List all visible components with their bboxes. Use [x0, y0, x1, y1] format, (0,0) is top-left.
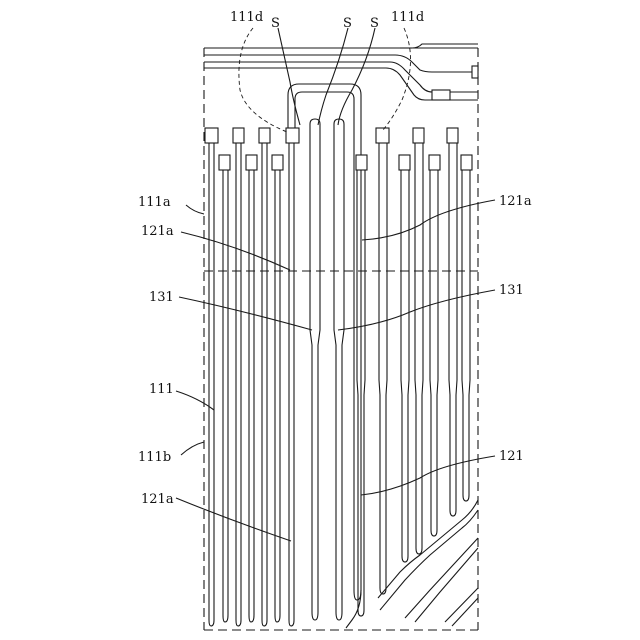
label-131-left: 131: [149, 290, 174, 305]
label-121-right: 121: [499, 449, 524, 464]
label-111d-right: 111d: [391, 10, 424, 25]
lower-pads: [219, 155, 472, 170]
bottom-bus-lines: [346, 500, 478, 628]
central-loops: [288, 84, 361, 600]
label-121a-upper-left: 121a: [141, 224, 174, 239]
panel-outline: [204, 48, 478, 630]
label-111b: 111b: [138, 450, 171, 465]
label-121a-right: 121a: [499, 194, 532, 209]
label-111a: 111a: [138, 195, 171, 210]
label-121a-lower-left: 121a: [141, 492, 174, 507]
label-131-right: 131: [499, 283, 524, 298]
left-electrode-fingers: [209, 143, 294, 626]
center-fingers: [310, 119, 344, 620]
label-111d-left: 111d: [230, 10, 263, 25]
label-s-1: S: [271, 16, 280, 31]
upper-pads: [205, 128, 458, 143]
right-electrode-fingers: [357, 143, 470, 616]
label-s-3: S: [370, 16, 379, 31]
label-111: 111: [149, 382, 174, 397]
label-s-2: S: [343, 16, 352, 31]
